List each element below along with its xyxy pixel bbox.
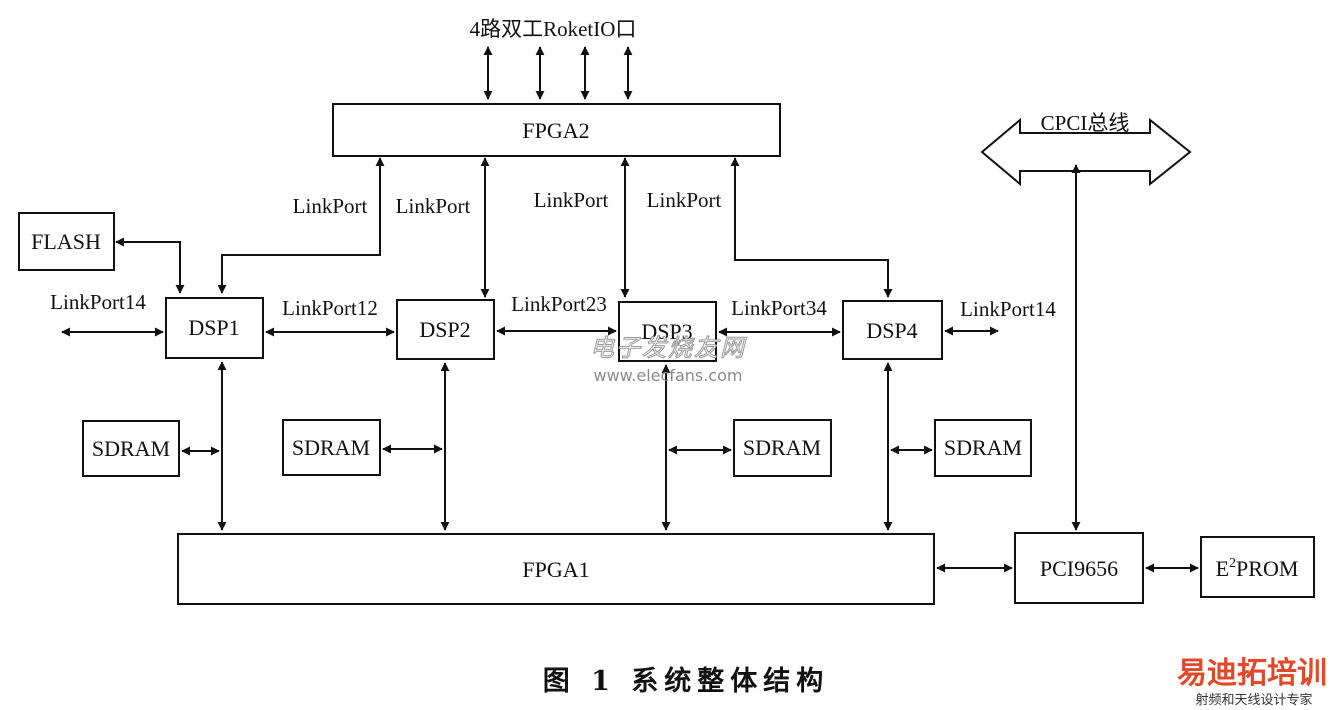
linkport14-right-label: LinkPort14 (960, 297, 1056, 321)
linkport-label-dsp3: LinkPort (534, 188, 609, 212)
dsp3-block: DSP3 (618, 301, 717, 362)
linkport12-label: LinkPort12 (282, 296, 378, 320)
sdram4-label: SDRAM (944, 435, 1022, 460)
cpci-label: CPCI总线 (1041, 111, 1130, 135)
flash-label: FLASH (31, 229, 101, 254)
linkport-label-dsp4: LinkPort (647, 188, 722, 212)
rocketio-arrows (483, 46, 633, 100)
sdram-links (181, 444, 933, 456)
figure-caption: 图 1 系统整体结构 (543, 665, 830, 697)
flash-block: FLASH (18, 212, 115, 271)
watermark-site-cn: 电子发烧友网 (590, 334, 747, 362)
linkport14-left-label: LinkPort14 (50, 290, 146, 314)
sdram3-block: SDRAM (733, 419, 832, 477)
linkport34-label: LinkPort34 (731, 296, 827, 320)
fpga1-block: FPGA1 (177, 533, 935, 605)
linkport-label-dsp1: LinkPort (293, 194, 368, 218)
watermark-brand-sub: 射频和天线设计专家 (1195, 692, 1312, 708)
eeprom-label: E2PROM (1216, 556, 1299, 581)
pci-links (936, 164, 1199, 573)
rocketio-label: 4路双工RoketIO口 (470, 17, 637, 41)
dsp4-label: DSP4 (866, 318, 917, 343)
cpci-bus: CPCI总线 (980, 111, 1192, 187)
linkport23-label: LinkPort23 (511, 292, 607, 316)
fpga2-dsp-links (217, 157, 893, 298)
flash-dsp1-link (115, 237, 185, 294)
fpga2-block: FPGA2 (332, 103, 781, 157)
sdram1-block: SDRAM (82, 420, 180, 477)
sdram2-block: SDRAM (282, 419, 381, 476)
eeprom-block: E2PROM (1200, 536, 1315, 598)
watermark-brand: 易迪拓培训 (1177, 656, 1327, 691)
dsp4-block: DSP4 (842, 300, 943, 360)
sdram2-label: SDRAM (292, 435, 370, 460)
dsp2-label: DSP2 (419, 317, 470, 342)
dsp-fpga1-links (217, 361, 893, 531)
inter-dsp-links (61, 326, 999, 337)
dsp1-block: DSP1 (165, 297, 264, 359)
watermark-site-url: www.elecfans.com (594, 366, 743, 385)
dsp3-label: DSP3 (641, 319, 692, 344)
sdram4-block: SDRAM (934, 419, 1032, 477)
pci9656-block: PCI9656 (1014, 532, 1144, 604)
fpga1-label: FPGA1 (522, 557, 589, 582)
sdram3-label: SDRAM (743, 435, 821, 460)
dsp1-label: DSP1 (188, 315, 239, 340)
sdram1-label: SDRAM (92, 436, 170, 461)
dsp2-block: DSP2 (396, 299, 495, 360)
pci9656-label: PCI9656 (1040, 556, 1118, 581)
fpga2-label: FPGA2 (522, 118, 589, 143)
linkport-label-dsp2: LinkPort (396, 194, 471, 218)
